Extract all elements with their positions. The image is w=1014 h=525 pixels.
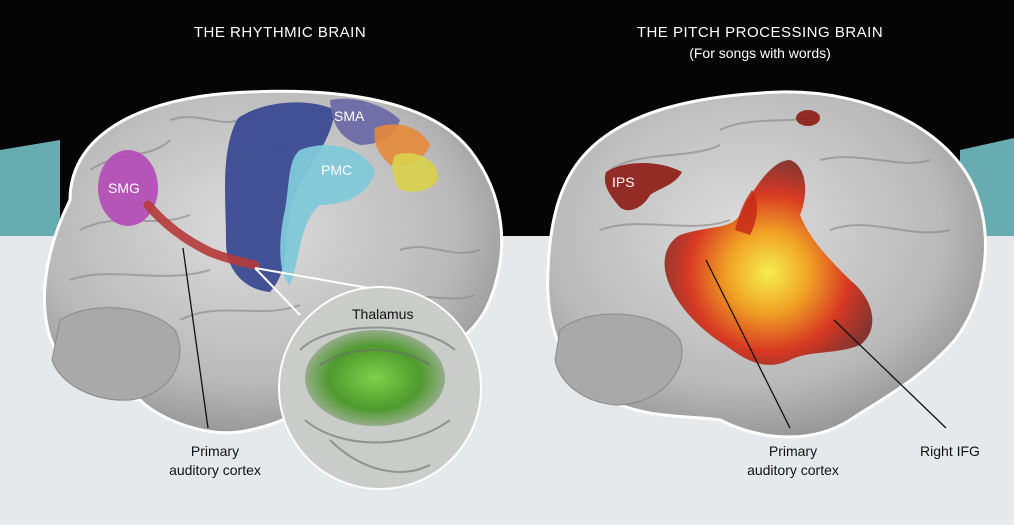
- right-auditory-callout: Primary auditory cortex: [728, 442, 858, 480]
- top-activation-spot: [796, 110, 820, 126]
- left-auditory-callout: Primary auditory cortex: [150, 442, 280, 480]
- pmc-label: PMC: [321, 162, 352, 178]
- sma-label: SMA: [334, 108, 364, 124]
- thalamus-label: Thalamus: [352, 305, 413, 324]
- ips-label: IPS: [612, 174, 635, 190]
- right-panel-subtitle: (For songs with words): [600, 45, 920, 61]
- thalamus-region: [305, 330, 445, 426]
- right-panel-title: THE PITCH PROCESSING BRAIN: [600, 24, 920, 41]
- left-auditory-callout-line1: Primary: [150, 442, 280, 461]
- teal-accent-left: [0, 140, 60, 250]
- left-auditory-callout-line2: auditory cortex: [150, 461, 280, 480]
- left-panel-title: THE RHYTHMIC BRAIN: [170, 24, 390, 41]
- right-ifg-callout: Right IFG: [910, 442, 990, 461]
- right-auditory-callout-line2: auditory cortex: [728, 461, 858, 480]
- smg-label: SMG: [108, 180, 140, 196]
- right-auditory-callout-line1: Primary: [728, 442, 858, 461]
